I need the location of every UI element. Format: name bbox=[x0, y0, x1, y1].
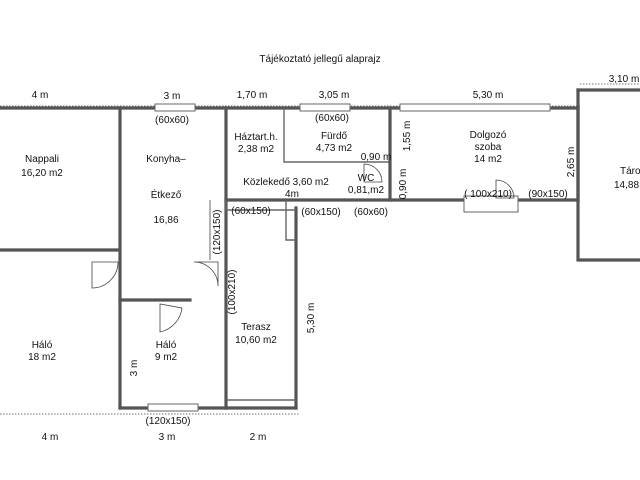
room-furdo-area: 4,73 m2 bbox=[316, 143, 353, 154]
room-taro-name: Táro bbox=[620, 166, 640, 177]
opening-labels: (60x60) (60x60) (60x150) (60x150) (60x60… bbox=[145, 113, 567, 427]
room-konyha-area: 16,86 bbox=[153, 215, 178, 226]
opening-3: (60x150) bbox=[231, 206, 270, 217]
opening-9: (120x150) bbox=[212, 209, 223, 254]
inner-dimension-labels: 0,90 m 0,90 m 1,55 m 2,65 m 4m 5,30 m 3 … bbox=[129, 121, 577, 377]
window-kitchen bbox=[154, 103, 196, 112]
terasz-corner-stub bbox=[285, 200, 296, 241]
opening-7: (90x150) bbox=[528, 189, 567, 200]
room-halo-small-name: Háló bbox=[156, 340, 177, 351]
room-labels: Nappali 16,20 m2 Konyha– Étkező 16,86 Há… bbox=[21, 130, 640, 363]
door-halo-small bbox=[159, 303, 183, 333]
opening-6: ( 100x210) bbox=[464, 189, 512, 200]
door-wc bbox=[363, 163, 383, 183]
room-haztart-name: Háztart.h. bbox=[234, 132, 277, 143]
opening-1: (60x60) bbox=[155, 115, 189, 126]
room-terasz-area: 10,60 m2 bbox=[235, 335, 277, 346]
room-etkezo-name: Étkező bbox=[151, 188, 182, 201]
door-nappali-halo bbox=[91, 261, 119, 289]
dim-090-a: 0,90 m bbox=[361, 152, 392, 163]
dim-bottom-1: 4 m bbox=[42, 432, 59, 443]
windows bbox=[147, 103, 551, 412]
door-konyha-terasz bbox=[193, 261, 219, 287]
room-halo-large-area: 18 m2 bbox=[28, 352, 56, 363]
dim-top-1: 4 m bbox=[32, 90, 49, 101]
room-furdo-name: Fürdő bbox=[321, 131, 348, 142]
dim-bottom-2: 3 m bbox=[159, 432, 176, 443]
room-nappali-name: Nappali bbox=[25, 154, 59, 165]
dim-top-4: 3,05 m bbox=[319, 90, 350, 101]
plan-title: Tájékoztató jellegű alaprajz bbox=[259, 54, 380, 65]
door-study bbox=[495, 179, 515, 199]
room-haztart-area: 2,38 m2 bbox=[238, 144, 275, 155]
window-bath bbox=[299, 103, 351, 112]
room-dolgozo-area: 14 m2 bbox=[474, 154, 502, 165]
bottom-dimension-labels: 4 m 3 m 2 m bbox=[42, 432, 267, 443]
opening-2: (60x60) bbox=[315, 113, 349, 124]
room-konyha-name: Konyha– bbox=[146, 154, 186, 165]
opening-4: (60x150) bbox=[301, 207, 340, 218]
walls bbox=[0, 88, 640, 410]
terasz-top-wall bbox=[225, 200, 296, 211]
door-study-frame bbox=[463, 195, 519, 213]
window-study bbox=[399, 103, 551, 112]
dim-4m: 4m bbox=[285, 189, 299, 200]
dim-265: 2,65 m bbox=[566, 147, 577, 178]
room-szoba-name: szoba bbox=[475, 142, 502, 153]
opening-5: (60x60) bbox=[354, 207, 388, 218]
room-wc-area: 0,81,m2 bbox=[348, 185, 385, 196]
room-terasz-name: Terasz bbox=[241, 322, 270, 333]
room-halo-large-name: Háló bbox=[32, 340, 53, 351]
room-dolgozo-name: Dolgozó bbox=[470, 130, 507, 141]
room-wc-name: WC bbox=[358, 173, 375, 184]
top-dimension-labels: 4 m 3 m 1,70 m 3,05 m 5,30 m 3,10 m bbox=[32, 74, 640, 102]
dim-top-2: 3 m bbox=[164, 91, 181, 102]
dim-090-b: 0,90 m bbox=[398, 169, 409, 200]
dim-top-3: 1,70 m bbox=[237, 90, 268, 101]
room-taro-area: 14,88 bbox=[614, 180, 639, 191]
window-halo-bottom bbox=[147, 403, 199, 412]
dim-3m: 3 m bbox=[129, 360, 140, 377]
dim-155: 1,55 m bbox=[402, 121, 413, 152]
room-halo-small-area: 9 m2 bbox=[155, 352, 178, 363]
doors bbox=[91, 163, 515, 333]
opening-10: (100x210) bbox=[227, 269, 238, 314]
furdo-walls bbox=[283, 108, 390, 163]
room-nappali-area: 16,20 m2 bbox=[21, 168, 63, 179]
dim-bottom-3: 2 m bbox=[250, 432, 267, 443]
dim-top-6: 3,10 m bbox=[609, 74, 640, 85]
room-kozleked: Közlekedő 3,60 m2 bbox=[243, 177, 329, 188]
dim-530: 5,30 m bbox=[306, 303, 317, 334]
opening-8: (120x150) bbox=[145, 416, 190, 427]
dim-top-5: 5,30 m bbox=[473, 90, 504, 101]
